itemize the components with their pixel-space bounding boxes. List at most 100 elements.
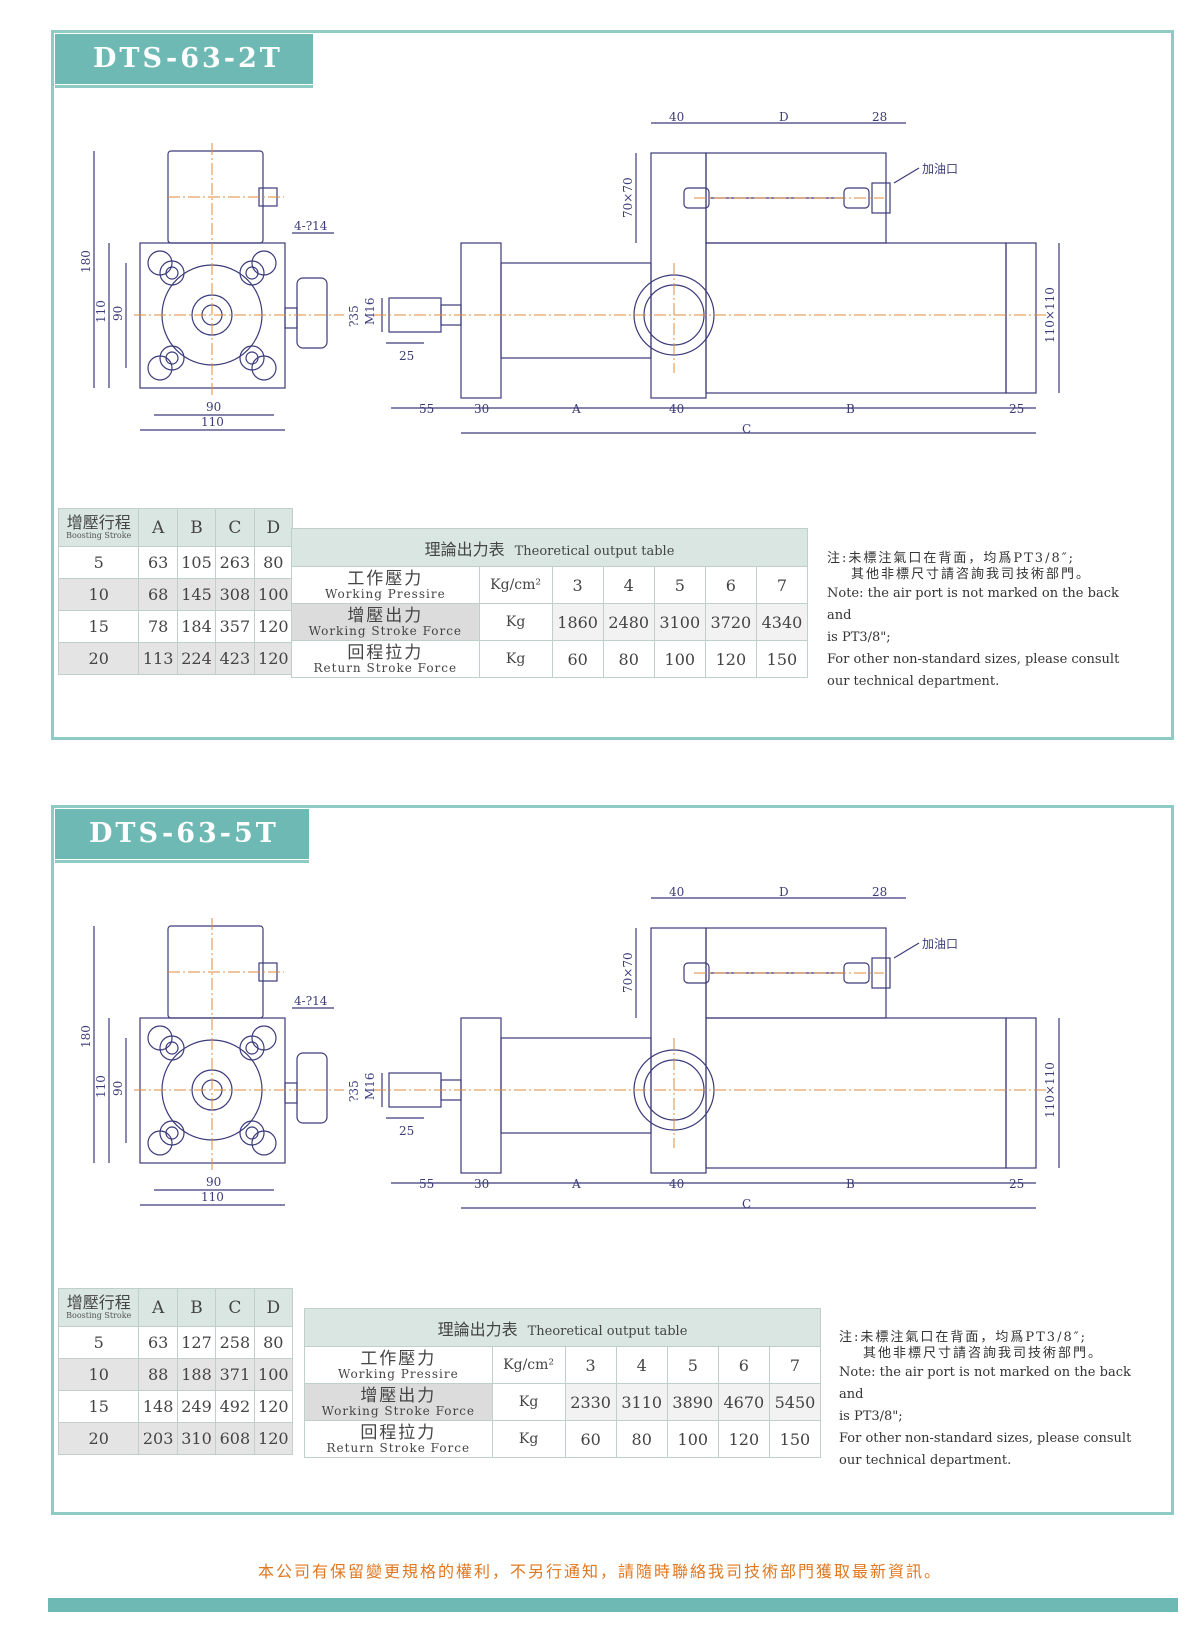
stroke-header: 增壓行程 Boosting Stroke xyxy=(57,1288,140,1327)
dim-w90: 90 xyxy=(206,400,221,414)
table-cell: 63 xyxy=(138,1326,178,1359)
dim-28: 28 xyxy=(872,110,887,124)
dim-35: ?35 xyxy=(347,305,361,327)
table-cell: 78 xyxy=(138,610,178,643)
dim-m16: M16 xyxy=(363,297,377,325)
table-cell: 3110 xyxy=(615,1383,668,1421)
oil-port-label: 加油口 xyxy=(922,937,958,951)
table-cell: 371 xyxy=(215,1358,255,1391)
dim-180: 180 xyxy=(79,250,93,273)
table-cell: 308 xyxy=(215,578,255,611)
dimension-labels: 40 D 28 加油口 70×70 4-?14 180 110 90 90 11… xyxy=(79,110,1057,436)
dim-A: A xyxy=(571,402,581,416)
table-cell: 3 xyxy=(551,566,604,604)
col-D: D xyxy=(253,508,294,547)
dim-B: B xyxy=(846,1177,855,1191)
dim-m16: M16 xyxy=(363,1072,377,1100)
dim-w90: 90 xyxy=(206,1175,221,1189)
table-cell: 80 xyxy=(615,1420,668,1458)
table-cell: 15 xyxy=(57,610,140,643)
dim-C: C xyxy=(742,422,751,436)
table-cell: Kg xyxy=(491,1383,566,1421)
table-cell: 120 xyxy=(717,1420,770,1458)
table-cell: 3890 xyxy=(666,1383,719,1421)
table-cell: 105 xyxy=(176,546,217,579)
table-cell: 80 xyxy=(253,546,294,579)
dim-w110: 110 xyxy=(201,1190,224,1204)
footer-notice: 本公司有保留變更規格的權利，不另行通知，請隨時聯絡我司技術部門獲取最新資訊。 xyxy=(257,1562,942,1581)
dimension-labels: 40 D 28 加油口 70×70 4-?14 180 110 90 90 11… xyxy=(79,885,1057,1211)
table-cell: 4 xyxy=(615,1346,668,1384)
dim-hole: 4-?14 xyxy=(294,219,328,233)
dim-35: ?35 xyxy=(347,1080,361,1102)
table-cell: 5 xyxy=(666,1346,719,1384)
dim-hole: 4-?14 xyxy=(294,994,328,1008)
table-cell: 100 xyxy=(253,578,294,611)
table-cell: 7 xyxy=(755,566,809,604)
table-cell: 150 xyxy=(768,1420,822,1458)
table-cell: 6 xyxy=(717,1346,770,1384)
table-cell: 5 xyxy=(57,546,140,579)
col-C: C xyxy=(215,1288,255,1327)
table-cell: 4670 xyxy=(717,1383,770,1421)
table-cell: 60 xyxy=(551,640,604,678)
side-view-centerline xyxy=(374,972,1054,1148)
col-A: A xyxy=(138,508,178,547)
spec-note: 注:未標注氣口在背面，均爲PT3/8″; 其他非標尺寸請咨詢我司技術部門。 No… xyxy=(839,1330,1132,1468)
table-cell: 258 xyxy=(215,1326,255,1359)
dim-A: A xyxy=(571,1177,581,1191)
dim-C: C xyxy=(742,1197,751,1211)
table-cell: 120 xyxy=(253,642,294,675)
dim-w110: 110 xyxy=(201,415,224,429)
dim-110: 110 xyxy=(94,300,108,323)
table-cell: 120 xyxy=(704,640,757,678)
dim-40b: 40 xyxy=(669,402,684,416)
dim-70x70: 70×70 xyxy=(621,952,635,993)
table-cell: 263 xyxy=(215,546,255,579)
table-cell: 145 xyxy=(176,578,217,611)
table-cell: 2330 xyxy=(564,1383,617,1421)
technical-drawing: 40 D 28 加油口 70×70 4-?14 180 110 90 90 11… xyxy=(79,885,1060,1211)
model-panel-1: DTS-63-2T xyxy=(51,30,1174,740)
table-cell: 80 xyxy=(253,1326,294,1359)
table-cell: 120 xyxy=(253,1422,294,1455)
table-cell: 120 xyxy=(253,610,294,643)
table-cell: 4340 xyxy=(755,603,809,641)
model-title: DTS-63-2T xyxy=(55,34,313,88)
dim-30: 30 xyxy=(474,402,489,416)
table-cell: 150 xyxy=(755,640,809,678)
dim-40: 40 xyxy=(669,885,684,899)
table-cell: 20 xyxy=(57,1422,140,1455)
table-cell: 5450 xyxy=(768,1383,822,1421)
table-cell: 4 xyxy=(602,566,655,604)
table-cell: 5 xyxy=(57,1326,140,1359)
model-panel-2: DTS-63-5T xyxy=(51,805,1174,1515)
side-view-centerline xyxy=(374,197,1054,373)
dim-D: D xyxy=(779,885,789,899)
table-cell: Kg xyxy=(478,640,553,678)
front-view-centerlines xyxy=(134,918,344,1173)
table-cell: Kg xyxy=(478,603,553,641)
col-B: B xyxy=(176,508,217,547)
table-cell: 608 xyxy=(215,1422,255,1455)
table-cell: 310 xyxy=(176,1422,217,1455)
table-cell: 5 xyxy=(653,566,706,604)
table-cell: 120 xyxy=(253,1390,294,1423)
table-cell: 6 xyxy=(704,566,757,604)
